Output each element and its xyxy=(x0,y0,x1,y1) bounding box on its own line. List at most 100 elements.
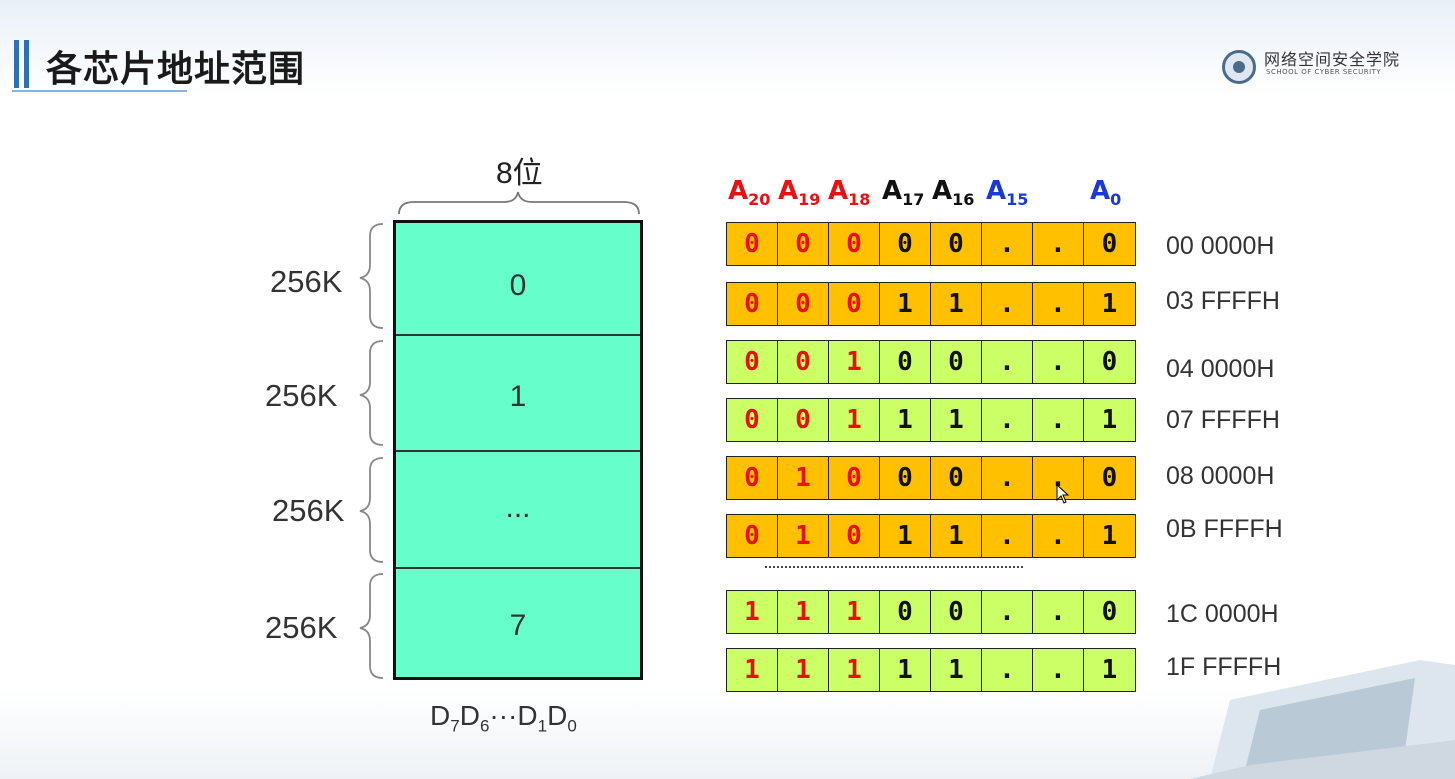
left-brace xyxy=(359,223,384,329)
pin-letter: D xyxy=(517,700,538,731)
address-bit-cell: 0 xyxy=(1101,347,1118,377)
address-line-index: 19 xyxy=(798,190,821,210)
address-bit-cell: 1 xyxy=(829,649,880,691)
address-bit-cell: 1 xyxy=(1101,655,1118,685)
school-logo: 网络空间安全学院 SCHOOL OF CYBER SECURITY xyxy=(1222,46,1446,92)
address-bit-cell: 0 xyxy=(829,223,880,265)
address-bit-cell: 1 xyxy=(1101,289,1118,319)
pin-letter: D xyxy=(459,700,480,731)
address-bit-cell: . xyxy=(1033,223,1084,265)
address-bit-cell: 1 xyxy=(727,649,778,691)
address-bit-cell: . xyxy=(1033,649,1084,691)
address-bit-cell: . xyxy=(982,457,1033,499)
address-bit-cell: 1 xyxy=(1101,405,1118,435)
address-bit-cell: . xyxy=(982,223,1033,265)
address-line-index: 15 xyxy=(1006,190,1029,210)
pin-index: 7 xyxy=(450,716,460,736)
address-bit-cell: 0 xyxy=(880,223,931,265)
chip-divider xyxy=(396,450,640,452)
pin-index: 1 xyxy=(537,716,548,736)
address-bit-cell: . xyxy=(1033,283,1084,325)
address-bit-cell: 0 xyxy=(931,223,982,265)
address-line-header: A16 xyxy=(932,176,974,209)
pin-index: 6 xyxy=(479,716,490,736)
pin-index: 0 xyxy=(567,716,577,736)
address-bit-cell: 0 xyxy=(829,515,880,557)
address-bit-cell: 1 xyxy=(778,457,829,499)
page-title: 各芯片地址范围 xyxy=(46,49,306,90)
pin-ellipsis: ··· xyxy=(489,700,518,731)
address-bit-cell: . xyxy=(982,649,1033,691)
address-bit-cell: 1 xyxy=(931,283,982,325)
chip-divider xyxy=(396,567,640,569)
address-line-letter: A xyxy=(1090,176,1111,206)
address-bit-cell: 1 xyxy=(778,649,829,691)
address-bit-cell: 1 xyxy=(880,649,931,691)
word-width-label: 8位 xyxy=(496,157,543,190)
chip-label: ... xyxy=(505,491,531,524)
hex-address-label: 03 FFFFH xyxy=(1166,287,1280,315)
address-bit-cell: 0 xyxy=(727,515,778,557)
logo-english-text: SCHOOL OF CYBER SECURITY xyxy=(1266,68,1382,76)
data-pins-label: D7D6···D1D0 xyxy=(430,700,577,737)
address-bit-cell: 0 xyxy=(778,283,829,325)
address-bit-cell: 0 xyxy=(727,283,778,325)
left-brace xyxy=(359,573,384,679)
address-bit-cell: . xyxy=(982,399,1033,441)
address-line-letter: A xyxy=(828,176,849,206)
address-bit-cell: 0 xyxy=(727,457,778,499)
address-bit-cell: . xyxy=(982,341,1033,383)
chip-size-label: 256K xyxy=(265,378,338,413)
address-bit-cell: 1 xyxy=(778,591,829,633)
address-line-header: A20 xyxy=(728,176,770,209)
address-bit-cell: 1 xyxy=(931,399,982,441)
hex-address-label: 07 FFFFH xyxy=(1166,406,1280,434)
dotted-separator xyxy=(765,566,1023,568)
address-bit-cell: 1 xyxy=(1101,521,1118,551)
hex-address-label: 1F FFFFH xyxy=(1166,653,1282,681)
address-bit-cell: 0 xyxy=(880,457,931,499)
address-bit-cell: 0 xyxy=(829,283,880,325)
address-line-letter: A xyxy=(986,176,1007,206)
pin-letter: D xyxy=(430,700,451,731)
address-bit-cell: 0 xyxy=(880,341,931,383)
logo-chinese-text: 网络空间安全学院 xyxy=(1264,50,1401,69)
hex-address-label: 00 0000H xyxy=(1166,232,1275,260)
address-bit-cell: . xyxy=(1033,457,1084,499)
address-bit-cell: 1 xyxy=(829,591,880,633)
address-bit-cell: 1 xyxy=(829,341,880,383)
address-line-index: 0 xyxy=(1110,190,1122,210)
chip-label: 7 xyxy=(509,609,527,642)
hex-address-label: 0B FFFFH xyxy=(1166,515,1283,543)
address-bit-cell: 0 xyxy=(1101,597,1118,627)
address-line-header: A15 xyxy=(986,176,1028,209)
left-brace xyxy=(359,340,384,446)
memory-chip-stack: 0 1 ... 7 xyxy=(393,220,643,680)
chip-size-label: 256K xyxy=(270,264,343,299)
address-line-letter: A xyxy=(778,176,799,206)
address-bit-cell: 1 xyxy=(880,399,931,441)
address-line-index: 16 xyxy=(952,190,975,210)
address-line-letter: A xyxy=(728,176,749,206)
address-line-header: A17 xyxy=(882,176,924,209)
hex-address-label: 04 0000H xyxy=(1166,355,1275,383)
address-bit-cell: 0 xyxy=(829,457,880,499)
address-bit-cell: 1 xyxy=(931,649,982,691)
address-bit-cell: 1 xyxy=(829,399,880,441)
chip-size-braces xyxy=(359,223,384,679)
address-line-header: A18 xyxy=(828,176,870,209)
address-line-header: A0 xyxy=(1090,176,1121,209)
left-brace xyxy=(359,457,384,563)
address-bit-cell: 1 xyxy=(778,515,829,557)
address-line-letter: A xyxy=(882,176,903,206)
address-line-index: 18 xyxy=(848,190,871,210)
address-bit-cell: 0 xyxy=(931,457,982,499)
address-line-index: 20 xyxy=(748,190,771,210)
width-brace xyxy=(398,191,640,215)
chip-label: 0 xyxy=(509,269,527,302)
address-bit-cell: 1 xyxy=(727,591,778,633)
address-bit-cell: 0 xyxy=(778,399,829,441)
